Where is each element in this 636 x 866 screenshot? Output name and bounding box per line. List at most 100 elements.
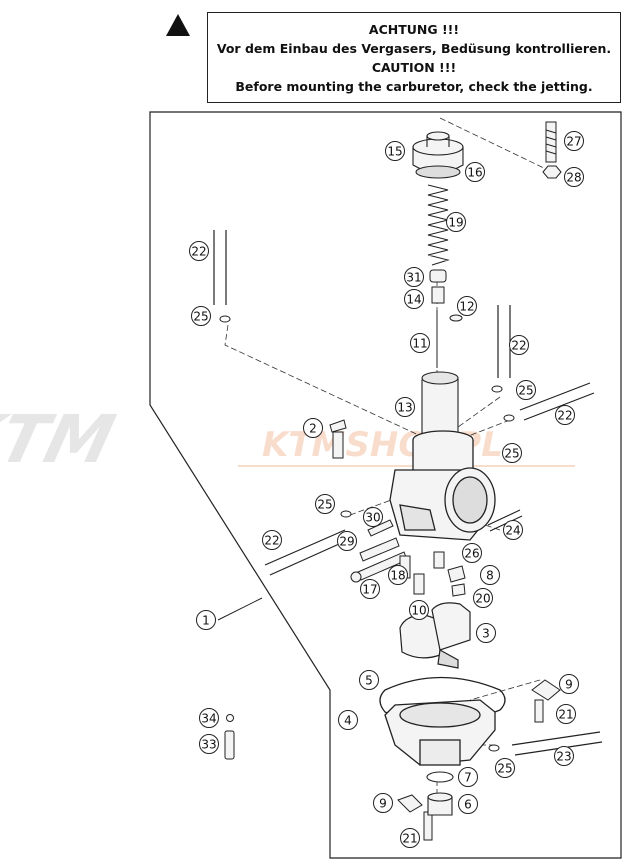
callout-circle <box>495 758 515 778</box>
part-adjust-screws <box>350 519 408 583</box>
callout-circle <box>559 674 579 694</box>
callout-c25e: 25 <box>495 758 515 778</box>
part-float-bowl <box>384 699 496 766</box>
callout-c19: 19 <box>446 212 466 232</box>
callout-label: 6 <box>464 798 472 812</box>
callout-c1: 1 <box>196 610 216 630</box>
callout-c15: 15 <box>385 141 405 161</box>
callout-c16: 16 <box>465 162 485 182</box>
callout-label: 4 <box>344 714 352 728</box>
part-clips <box>219 315 515 752</box>
callout-label: 16 <box>467 166 482 180</box>
callout-label: 22 <box>557 409 572 423</box>
callout-label: 13 <box>397 401 412 415</box>
callout-circle <box>315 494 335 514</box>
callout-circle <box>476 623 496 643</box>
callout-c34: 34 <box>199 708 219 728</box>
callout-circle <box>473 588 493 608</box>
callout-label: 21 <box>558 708 573 722</box>
callout-circle <box>191 306 211 326</box>
part-jets <box>399 551 466 597</box>
callout-c27: 27 <box>564 131 584 151</box>
callout-c7: 7 <box>458 767 478 787</box>
notice-line-3: CAUTION !!! <box>371 59 457 75</box>
callout-c9a: 9 <box>559 674 579 694</box>
callout-circle <box>338 710 358 730</box>
callout-c25a: 25 <box>191 306 211 326</box>
callout-label: 12 <box>459 300 474 314</box>
callout-circle <box>564 167 584 187</box>
callout-c4: 4 <box>338 710 358 730</box>
callout-circle <box>458 767 478 787</box>
callout-label: 25 <box>193 310 208 324</box>
callout-c22c: 22 <box>555 405 575 425</box>
callout-label: 29 <box>339 535 354 549</box>
warning-triangle-icon <box>166 14 190 36</box>
callout-label: 2 <box>309 422 317 436</box>
part-drain-plug <box>426 771 454 816</box>
callout-c22a: 22 <box>189 241 209 261</box>
callout-c25b: 25 <box>516 380 536 400</box>
callout-c33: 33 <box>199 734 219 754</box>
callout-label: 34 <box>201 712 216 726</box>
callout-circle <box>359 670 379 690</box>
callout-circle <box>516 380 536 400</box>
callout-label: 24 <box>505 524 520 538</box>
callout-label: 22 <box>191 245 206 259</box>
callout-circle <box>404 289 424 309</box>
callout-label: 18 <box>390 569 405 583</box>
callout-circle <box>410 333 430 353</box>
part-carburetor-body <box>389 430 496 541</box>
callout-label: 28 <box>566 171 581 185</box>
callout-c9b: 9 <box>373 793 393 813</box>
callout-circle <box>462 543 482 563</box>
callout-circle <box>395 397 415 417</box>
callout-circle <box>503 520 523 540</box>
callout-circle <box>480 565 500 585</box>
callout-circle <box>465 162 485 182</box>
callout-c28: 28 <box>564 167 584 187</box>
callout-label: 8 <box>486 569 494 583</box>
callout-circle <box>363 507 383 527</box>
callout-label: 19 <box>448 216 463 230</box>
callout-c18: 18 <box>388 565 408 585</box>
callout-c25d: 25 <box>315 494 335 514</box>
callout-c14: 14 <box>404 289 424 309</box>
callout-circle <box>458 794 478 814</box>
callout-c22b: 22 <box>509 335 529 355</box>
watermark: KTM KTMSHOP.PL <box>0 401 575 478</box>
callout-circle <box>404 267 424 287</box>
callout-label: 20 <box>475 592 490 606</box>
callout-circle <box>400 828 420 848</box>
callout-label: 7 <box>464 771 472 785</box>
callout-circle <box>446 212 466 232</box>
callout-label: 26 <box>464 547 479 561</box>
part-needle-assembly <box>429 269 463 368</box>
callout-c13: 13 <box>395 397 415 417</box>
callout-circle <box>457 296 477 316</box>
notice-line-4: Before mounting the carburetor, check th… <box>235 78 593 94</box>
callout-label: 10 <box>411 604 426 618</box>
callout-c24: 24 <box>503 520 523 540</box>
callout-label: 27 <box>566 135 581 149</box>
watermark-brand: KTM <box>0 401 122 478</box>
callout-c26: 26 <box>462 543 482 563</box>
callout-circle <box>556 704 576 724</box>
callout-circle <box>337 531 357 551</box>
callout-label: 11 <box>412 337 427 351</box>
callout-circle <box>555 405 575 425</box>
callout-c8: 8 <box>480 565 500 585</box>
callout-label: 9 <box>565 678 573 692</box>
part-throttle-slide <box>421 371 459 446</box>
callout-circle <box>262 530 282 550</box>
caution-notice-box: ACHTUNG !!! Vor dem Einbau des Vergasers… <box>207 12 621 103</box>
callout-c12: 12 <box>457 296 477 316</box>
diagram-frame <box>149 111 622 859</box>
part-pin-33-34 <box>224 714 235 760</box>
callout-c10: 10 <box>409 600 429 620</box>
callout-c30: 30 <box>363 507 383 527</box>
callout-label: 3 <box>482 627 490 641</box>
part-gasket <box>379 676 506 724</box>
callout-c29: 29 <box>337 531 357 551</box>
